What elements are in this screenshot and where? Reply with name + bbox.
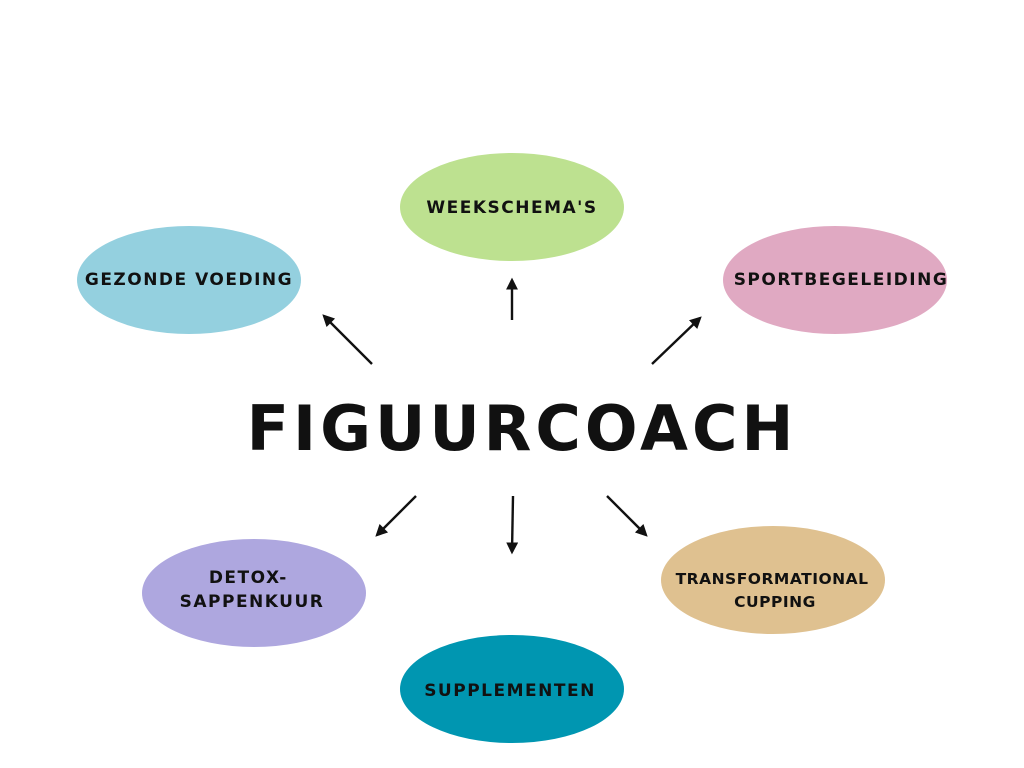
node-ellipse bbox=[77, 226, 301, 334]
node-ellipse bbox=[661, 526, 885, 634]
arrow-to-supplementen bbox=[506, 495, 519, 555]
arrow-to-detox-sappenkuur bbox=[375, 495, 417, 537]
node-label: SUPPLEMENTEN bbox=[424, 681, 596, 701]
node-label: TRANSFORMATIONAL CUPPING bbox=[676, 570, 875, 611]
node-weekschemas: WEEKSCHEMA'S bbox=[400, 153, 624, 261]
node-ellipse bbox=[400, 153, 624, 261]
node-ellipse bbox=[142, 539, 366, 647]
arrow-to-transformational-cupping bbox=[606, 495, 648, 537]
center-title: FIGUURCOACH bbox=[247, 392, 798, 465]
arrows bbox=[322, 277, 702, 555]
arrow-to-sportbegeleiding bbox=[651, 316, 702, 365]
node-gezonde-voeding: GEZONDE VOEDING bbox=[77, 226, 301, 334]
node-ellipse bbox=[723, 226, 947, 334]
node-label: DETOX- SAPPENKUUR bbox=[180, 568, 325, 612]
node-transformational-cupping: TRANSFORMATIONAL CUPPING bbox=[661, 526, 885, 634]
node-sportbegeleiding: SPORTBEGELEIDING bbox=[723, 226, 949, 334]
node-label: SPORTBEGELEIDING bbox=[734, 270, 949, 290]
node-ellipse bbox=[400, 635, 624, 743]
node-supplementen: SUPPLEMENTEN bbox=[400, 635, 624, 743]
node-detox-sappenkuur: DETOX- SAPPENKUUR bbox=[142, 539, 366, 647]
node-label: WEEKSCHEMA'S bbox=[426, 198, 597, 218]
arrow-to-gezonde-voeding bbox=[322, 314, 373, 365]
node-label: GEZONDE VOEDING bbox=[85, 270, 293, 290]
